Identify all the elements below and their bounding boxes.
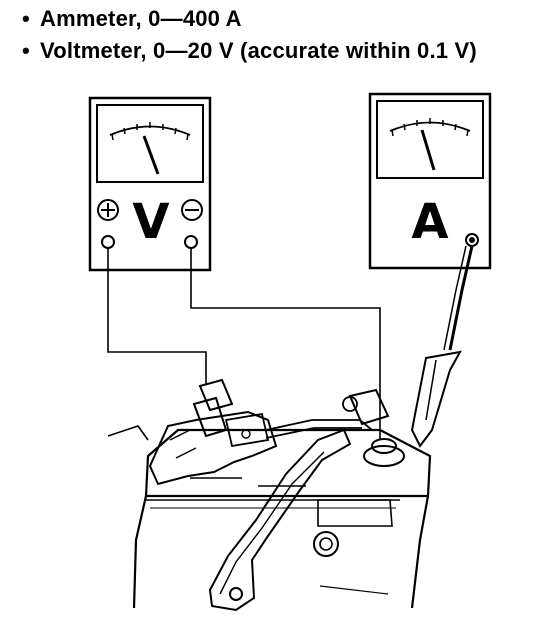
voltmeter-positive-lead xyxy=(107,248,207,385)
ammeter-needle xyxy=(420,129,436,171)
ammeter-scale-ticks xyxy=(391,118,469,137)
voltmeter-positive-clip xyxy=(198,378,234,412)
negative-terminal xyxy=(342,388,405,467)
ammeter-letter: A xyxy=(411,194,448,250)
battery xyxy=(132,428,432,609)
battery-cable xyxy=(265,419,373,431)
voltmeter-dial-window xyxy=(96,104,204,183)
ammeter-dial-window xyxy=(376,100,484,179)
bracket-bolt xyxy=(229,587,243,601)
negative-post xyxy=(363,445,405,467)
voltmeter xyxy=(88,96,212,272)
voltmeter-negative-terminal xyxy=(184,235,198,249)
voltmeter-scale-ticks xyxy=(111,122,189,141)
bullet-dot: • xyxy=(22,6,30,31)
voltmeter-negative-lead xyxy=(190,248,381,440)
voltmeter-plus-symbol xyxy=(97,199,119,221)
bullet-dot: • xyxy=(22,38,30,63)
ammeter-clamp xyxy=(410,350,462,448)
ammeter xyxy=(368,92,492,270)
voltmeter-body xyxy=(88,96,212,272)
voltmeter-letter: V xyxy=(132,194,169,250)
positive-terminal-block xyxy=(148,378,373,486)
battery-vent xyxy=(313,531,339,557)
voltmeter-needle xyxy=(142,135,160,175)
ammeter-lead xyxy=(448,245,474,351)
surrounding-panel xyxy=(107,425,149,441)
voltmeter-positive-terminal xyxy=(101,235,115,249)
negative-cable-end xyxy=(348,388,390,426)
spec-item-ammeter: • Ammeter, 0—400 A xyxy=(22,6,242,32)
spec-item-voltmeter: • Voltmeter, 0—20 V (accurate within 0.1 … xyxy=(22,38,477,64)
spec-text-ammeter: Ammeter, 0—400 A xyxy=(40,6,242,31)
battery-cap xyxy=(317,499,393,527)
voltmeter-minus-symbol xyxy=(181,199,203,221)
hold-down-bracket xyxy=(208,428,352,612)
ammeter-body xyxy=(368,92,492,270)
spec-text-voltmeter: Voltmeter, 0—20 V (accurate within 0.1 V… xyxy=(40,38,477,63)
terminal-cover xyxy=(148,410,278,486)
